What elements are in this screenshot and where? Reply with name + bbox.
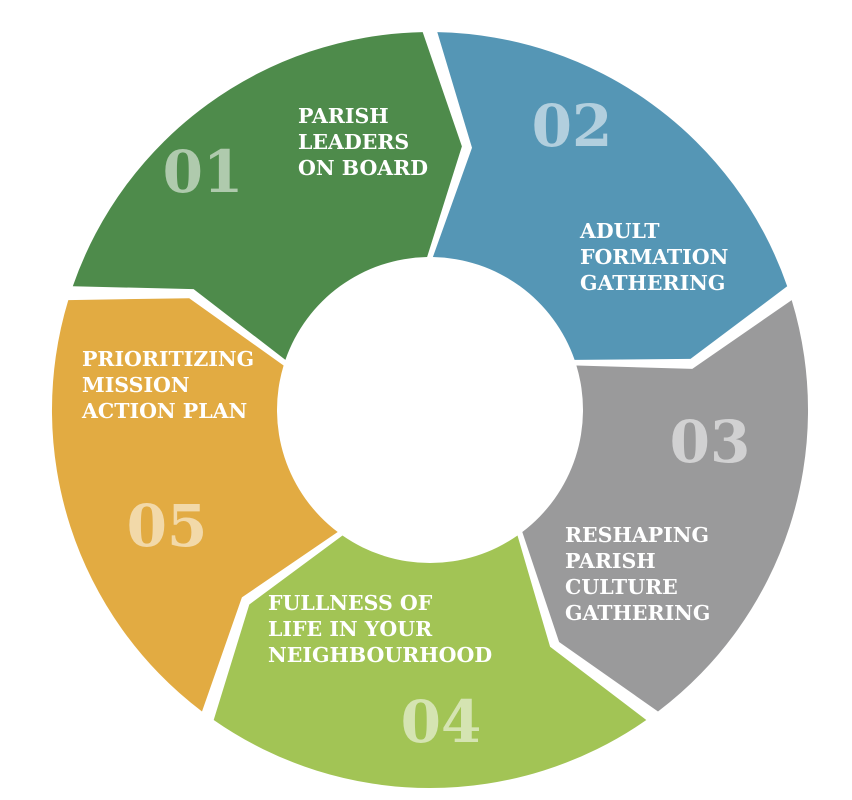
segment-04-label-line: NEIGHBOURHOOD [268,643,492,667]
segment-04-label-line: LIFE IN YOUR [268,617,433,641]
segment-04-label-line: FULLNESS OF [268,591,433,615]
segment-04-number: 04 [401,688,482,756]
segment-05-label-line: ACTION PLAN [81,399,247,423]
segment-05-number: 05 [127,492,208,560]
segment-03-label-line: CULTURE [565,575,678,599]
segment-05 [51,298,338,712]
segment-02-label-line: ADULT [579,219,660,243]
segment-04 [213,535,647,789]
segment-01-label-line: LEADERS [298,130,409,154]
segment-03 [522,300,809,712]
segment-03-label-line: PARISH [565,549,656,573]
segment-03-label-line: RESHAPING [565,523,709,547]
segment-05-label-line: PRIORITIZING [82,347,254,371]
segment-01-label-line: ON BOARD [298,156,428,180]
segment-02-number: 02 [532,92,613,160]
segment-02 [432,32,788,360]
segment-03-label-line: GATHERING [565,601,710,625]
segment-05-label-line: MISSION [82,373,190,397]
segment-01-number: 01 [163,138,244,206]
segment-01 [72,32,462,360]
segment-01-label-line: PARISH [298,104,389,128]
segment-02-label-line: GATHERING [580,271,725,295]
segment-02-label-line: FORMATION [580,245,728,269]
segment-03-number: 03 [670,408,751,476]
